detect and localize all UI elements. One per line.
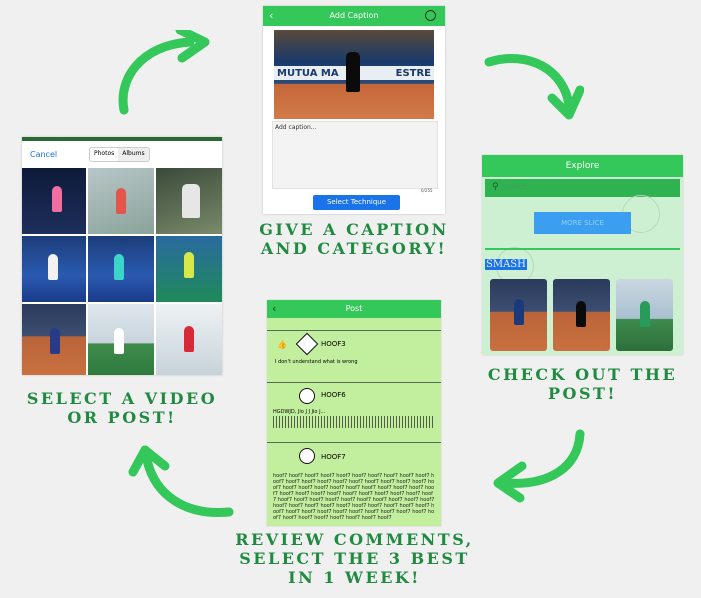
picker-tabs: Photos Albums [89, 147, 150, 162]
photo-thumb[interactable] [22, 236, 86, 302]
comment-item: HOOF7 hoof7 hoof7 hoof7 hoof7 hoof7 hoof… [267, 443, 441, 526]
step1-line1: SELECT A VIDEO [26, 389, 218, 408]
comment-text: hoof7 hoof7 hoof7 hoof7 hoof7 hoof7 hoof… [273, 473, 435, 521]
add-caption-title: Add Caption [329, 11, 379, 20]
comment-divider [267, 330, 441, 331]
smash-thumb[interactable] [616, 279, 673, 351]
search-icon: ⚲ [492, 182, 499, 192]
photo-grid [22, 168, 222, 375]
search-bar[interactable]: ⚲ Search [485, 179, 680, 197]
search-placeholder: Search [503, 183, 528, 191]
photo-thumb[interactable] [22, 168, 86, 234]
step3-line2: POST! [548, 384, 617, 403]
banner-text-right: ESTRE [395, 67, 431, 79]
explore-header: Explore [482, 155, 683, 177]
add-caption-screen: ‹ Add Caption MUTUA MA ESTRE Add caption… [263, 6, 445, 214]
post-header: ‹ Post [267, 300, 441, 318]
caption-char-counter: 0/255 [421, 188, 433, 193]
step2-line1: GIVE A CAPTION [259, 220, 449, 239]
arrow-step4-to-step1 [125, 440, 235, 520]
banner-text-left: MUTUA MA [277, 67, 339, 79]
comment-text-garbled [273, 416, 435, 428]
arrow-step3-to-step4 [488, 428, 588, 503]
caption-input[interactable]: Add caption... [272, 121, 438, 189]
caption-preview-image: MUTUA MA ESTRE [274, 30, 434, 119]
comment-divider [267, 442, 441, 443]
comment-username: HOOF7 [321, 453, 346, 461]
comment-item: HOOF6 HGDWJD, Jio J J Jio J... [267, 383, 441, 442]
tab-photos[interactable]: Photos [90, 148, 119, 161]
category-label-smash[interactable]: SMASH [485, 259, 527, 270]
smash-thumb[interactable] [553, 279, 610, 351]
comment-username: HOOF3 [321, 340, 346, 348]
post-screen: ‹ Post 👍 HOOF3 I don't understand what i… [267, 300, 441, 526]
user-avatar [299, 388, 315, 404]
caption-placeholder: Add caption... [275, 124, 317, 131]
user-avatar [295, 332, 319, 356]
photo-thumb[interactable] [156, 236, 222, 302]
arrow-step2-to-step3 [484, 50, 584, 120]
arrow-step1-to-step2 [110, 30, 210, 115]
photo-thumb[interactable] [88, 236, 154, 302]
step4-line3: IN 1 WEEK! [288, 568, 421, 587]
settings-icon[interactable] [425, 10, 436, 21]
step4-line2: SELECT THE 3 BEST [239, 549, 470, 568]
step3-caption: CHECK OUT THE POST! [482, 365, 683, 403]
comment-username: HOOF6 [321, 391, 346, 399]
user-avatar [299, 448, 315, 464]
select-technique-button[interactable]: Select Technique [313, 195, 400, 210]
more-slice-button[interactable]: MORE SLICE [534, 212, 631, 234]
photo-thumb[interactable] [22, 304, 86, 375]
back-icon[interactable]: ‹ [272, 302, 277, 315]
thumbs-up-icon: 👍 [277, 340, 287, 349]
cancel-button[interactable]: Cancel [30, 150, 58, 159]
comment-text: I don't understand what is wrong [275, 359, 358, 365]
status-strip [22, 137, 222, 141]
section-divider [485, 248, 680, 250]
step4-caption: REVIEW COMMENTS, SELECT THE 3 BEST IN 1 … [232, 530, 477, 587]
step2-line2: AND CATEGORY! [260, 239, 448, 258]
tab-albums[interactable]: Albums [122, 150, 145, 157]
comment-text: HGDWJD, Jio J J Jio J... [273, 409, 326, 415]
smash-thumb[interactable] [490, 279, 547, 351]
step4-line1: REVIEW COMMENTS, [235, 530, 474, 549]
photo-thumb[interactable] [156, 304, 222, 375]
explore-title: Explore [565, 161, 600, 171]
post-title: Post [345, 304, 363, 313]
step3-line1: CHECK OUT THE [487, 365, 678, 384]
step1-caption: SELECT A VIDEO OR POST! [16, 389, 228, 427]
back-icon[interactable]: ‹ [269, 9, 274, 22]
step1-line2: OR POST! [67, 408, 177, 427]
photo-thumb[interactable] [88, 304, 154, 375]
explore-screen: Explore ⚲ Search MORE SLICE SMASH [482, 155, 683, 355]
photo-thumb[interactable] [156, 168, 222, 234]
photo-picker-screen: Cancel Photos Albums [22, 137, 222, 375]
add-caption-header: ‹ Add Caption [263, 6, 445, 26]
comment-item: 👍 HOOF3 I don't understand what is wrong [267, 331, 441, 382]
comment-divider [267, 382, 441, 383]
step2-caption: GIVE A CAPTION AND CATEGORY! [252, 220, 456, 258]
photo-thumb[interactable] [88, 168, 154, 234]
